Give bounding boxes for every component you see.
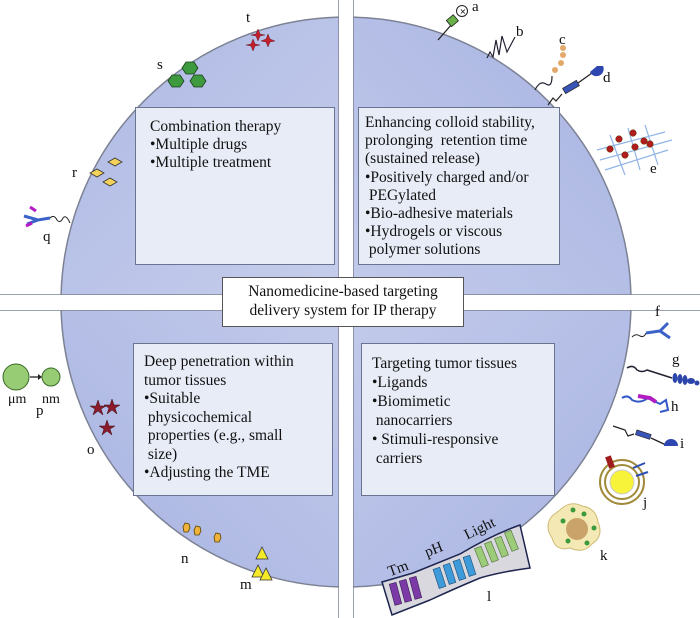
icon-s-hexagons xyxy=(167,61,207,88)
label-k: k xyxy=(600,548,608,564)
icon-b-peg-chain xyxy=(486,35,516,59)
icon-g-peptide-ligand xyxy=(626,365,700,386)
box-line: •Ligands xyxy=(372,374,428,391)
icon-o-drug-stars xyxy=(89,398,121,436)
icon-d-targeting-ligand xyxy=(547,66,604,106)
label-nanometer: nm xyxy=(42,392,60,407)
label-j: j xyxy=(643,495,648,511)
icon-h-aptamer xyxy=(621,394,670,413)
box-line: •Bio-adhesive materials xyxy=(365,205,513,223)
box-line: polymer solutions xyxy=(365,241,481,259)
icon-f-antibody xyxy=(631,321,671,340)
label-r: r xyxy=(72,165,77,181)
center-title-box: Nanomedicine-based targeting delivery sy… xyxy=(222,277,464,327)
icon-k-cell-membrane-carrier xyxy=(547,503,601,551)
label-t: t xyxy=(246,10,251,26)
box-line: physicochemical xyxy=(144,408,253,426)
label-q: q xyxy=(43,229,51,245)
icon-a-charged-molecule: × xyxy=(437,5,468,41)
box-line: •Hydrogels or viscous xyxy=(365,223,503,241)
label-m: m xyxy=(240,577,252,593)
label-l: l xyxy=(487,589,492,605)
icon-p-size-reduction xyxy=(2,363,61,391)
box-colloid-stability: Enhancing colloid stability, prolonging … xyxy=(358,107,560,265)
icon-m-triangles xyxy=(251,546,273,581)
label-c: c xyxy=(559,32,566,48)
label-h: h xyxy=(671,399,679,415)
box-deep-penetration: Deep penetration within tumor tissues •S… xyxy=(133,343,333,496)
label-i: i xyxy=(680,436,685,452)
box-line: tumor tissues xyxy=(144,371,227,389)
svg-text:×: × xyxy=(460,7,467,16)
label-a: a xyxy=(472,0,479,15)
box-item: •Multiple treatment xyxy=(150,154,272,171)
icon-t-four-point-stars xyxy=(245,28,276,52)
box-line: Enhancing colloid stability, xyxy=(365,114,535,131)
box-line: •Adjusting the TME xyxy=(144,464,270,481)
icon-r-diamonds xyxy=(89,157,123,187)
icon-c-bioadhesive-chain xyxy=(534,45,566,91)
label-o: o xyxy=(87,442,95,458)
label-d: d xyxy=(603,70,611,86)
box-line: nanocarriers xyxy=(372,412,453,429)
label-n: n xyxy=(181,551,189,567)
icon-l-stimuli-strip xyxy=(381,524,531,616)
box-line: carriers xyxy=(372,450,423,467)
label-b: b xyxy=(516,24,524,40)
icon-e-hydrogel-mesh xyxy=(596,124,673,176)
box-title: Combination therapy xyxy=(150,118,282,135)
icon-j-liposome xyxy=(599,455,649,505)
label-e: e xyxy=(650,161,657,177)
box-line: •Suitable xyxy=(144,390,201,407)
box-line: size) xyxy=(144,445,178,463)
box-targeting-tumor: Targeting tumor tissues •Ligands •Biomim… xyxy=(361,343,555,496)
box-line: PEGylated xyxy=(365,186,437,204)
label-f: f xyxy=(655,304,660,320)
icon-q-antibody xyxy=(23,205,71,228)
box-line: prolonging retention time xyxy=(365,132,528,150)
box-item: •Multiple drugs xyxy=(150,136,248,153)
icon-n-nanoparticles xyxy=(182,522,222,543)
box-line: Deep penetration within xyxy=(144,353,294,370)
center-title-line-2: delivery system for IP therapy xyxy=(249,302,437,319)
box-line: (sustained release) xyxy=(365,150,480,168)
box-combination-therapy: Combination therapy •Multiple drugs •Mul… xyxy=(135,107,335,265)
box-line: •Positively charged and/or xyxy=(365,168,529,186)
label-s: s xyxy=(157,57,163,73)
label-g: g xyxy=(672,352,680,368)
label-micrometer: μm xyxy=(8,392,27,407)
box-line: Targeting tumor tissues xyxy=(372,355,518,372)
icon-i-small-molecule-ligand xyxy=(612,425,678,446)
box-line: • Stimuli-responsive xyxy=(372,431,499,448)
label-p: p xyxy=(36,403,44,419)
box-line: •Biomimetic xyxy=(372,393,451,410)
center-title-line-1: Nanomedicine-based targeting xyxy=(248,283,438,300)
box-line: properties (e.g., small xyxy=(144,427,283,444)
